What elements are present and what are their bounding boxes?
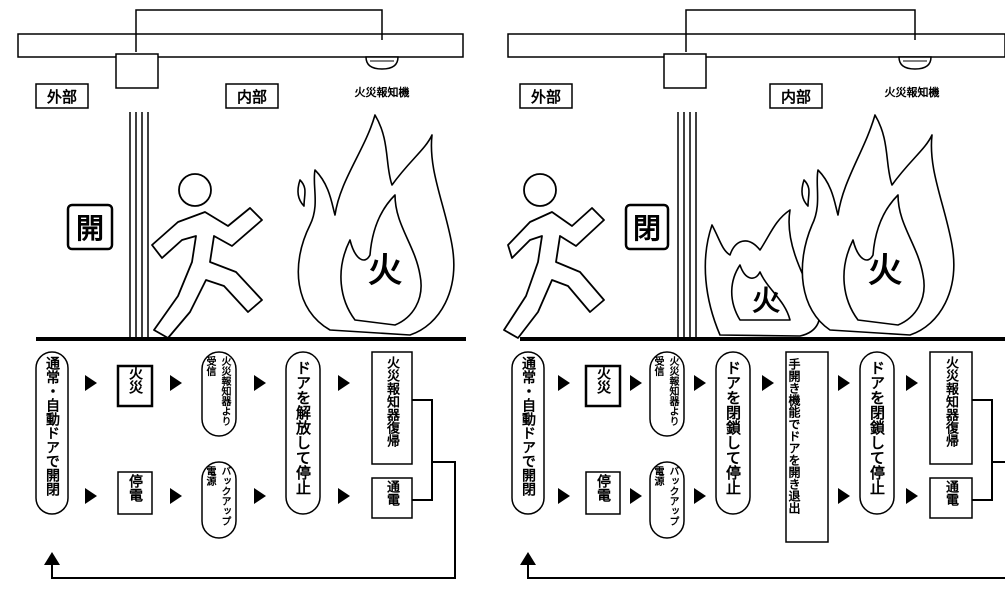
floor-line xyxy=(520,337,1005,341)
outside-label: 外部 xyxy=(46,88,77,106)
flame-icon xyxy=(704,209,821,337)
running-person-icon xyxy=(151,173,263,339)
flow-middle: 手開き機能でドアを開き退出 xyxy=(787,358,801,514)
flow-bottom-4: 通電 xyxy=(943,480,958,506)
flow-top-3: ドアを解放して停止 xyxy=(294,360,312,495)
smoke-detector-icon xyxy=(898,56,932,70)
flame-icon xyxy=(801,114,955,336)
flow-bottom-1: 停電 xyxy=(595,474,611,502)
fire-label: 火 xyxy=(368,251,402,291)
arrow-up-icon xyxy=(44,552,60,565)
door-closed xyxy=(677,112,697,338)
smoke-detector-icon xyxy=(365,56,399,70)
flow-top-4: 火災報知器復帰 xyxy=(943,356,958,447)
flow-top-1: 火災 xyxy=(127,366,143,394)
flow-top-4: 火災報知器復帰 xyxy=(384,356,399,447)
floor-line xyxy=(36,337,466,341)
ceiling-beam xyxy=(17,33,464,58)
inside-label: 内部 xyxy=(781,88,811,106)
arrow-right-icon xyxy=(85,375,97,391)
flow-bottom-2: バックアップ電源 xyxy=(204,466,230,526)
fire-label-small: 火 xyxy=(752,284,780,317)
flow-after-middle: ドアを閉鎖して停止 xyxy=(868,360,886,495)
door-state-box xyxy=(66,203,114,251)
flow-top-1: 火災 xyxy=(595,366,611,394)
door-state-box xyxy=(624,203,670,251)
left-panel: 火災報知機 外部 内部 開 火 xyxy=(17,9,466,579)
wiring xyxy=(135,9,383,52)
flow-start: 通常・自動ドアで開閉 xyxy=(44,356,60,496)
running-person-icon xyxy=(503,173,605,339)
door-open xyxy=(129,112,149,338)
flow-start: 通常・自動ドアで開閉 xyxy=(520,356,536,496)
return-loop xyxy=(51,399,456,579)
flow-top-2: 火災報知器より受信 xyxy=(652,356,678,426)
inside-label: 内部 xyxy=(237,88,267,106)
flame-icon xyxy=(297,114,455,336)
flow-bottom-2: バックアップ電源 xyxy=(652,466,678,526)
detector-label: 火災報知機 xyxy=(885,85,940,99)
right-panel: 火災報知機 外部 内部 閉 火 火 xyxy=(503,9,1005,579)
door-state-label: 閉 xyxy=(633,212,661,245)
arrow-up-icon xyxy=(520,552,536,565)
door-sensor-box xyxy=(115,53,159,89)
outside-label: 外部 xyxy=(530,88,561,106)
door-state-label: 開 xyxy=(76,212,104,245)
flow-top-3: ドアを閉鎖して停止 xyxy=(724,360,742,495)
flow-bottom-4: 通電 xyxy=(384,480,399,506)
flow-bottom-1: 停電 xyxy=(127,474,143,502)
flow-top-2: 火災報知器より受信 xyxy=(204,356,230,426)
detector-label: 火災報知機 xyxy=(355,85,410,99)
fire-label-main: 火 xyxy=(868,251,902,291)
